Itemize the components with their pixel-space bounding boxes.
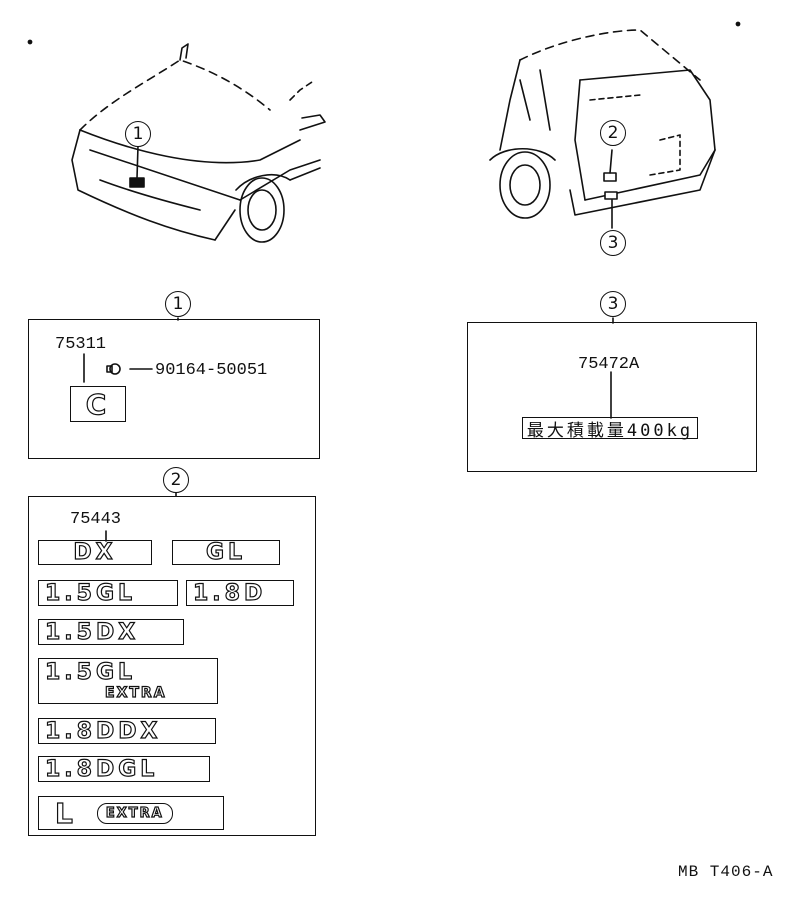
part-number-75311[interactable]: 75311: [55, 335, 107, 354]
section-2-box: [28, 496, 316, 836]
emblem-extra-pill: EXTRA: [96, 802, 173, 824]
max-load-plate[interactable]: 最大積載量400kg: [522, 417, 698, 441]
front-car-drawing: [71, 43, 326, 243]
emblem-l: L: [54, 796, 77, 830]
emblem-line-extra: EXTRA: [104, 684, 167, 701]
rear-car-drawing: [489, 29, 716, 229]
part-number-90164-50051[interactable]: 90164-50051: [155, 361, 268, 380]
section-3-callout[interactable]: 3: [600, 291, 626, 317]
emblem-gl[interactable]: GL: [172, 539, 280, 566]
emblem-1-8dgl[interactable]: 1.8DGL: [38, 756, 210, 782]
callout-2[interactable]: 2: [600, 120, 626, 146]
callout-1[interactable]: 1: [125, 121, 151, 147]
emblem-1-5dx[interactable]: 1.5DX: [38, 619, 184, 645]
emblem-1-8ddx[interactable]: 1.8DDX: [38, 718, 216, 744]
part-number-75472A[interactable]: 75472A: [578, 355, 640, 374]
emblem-line-1-5gl: 1.5GL: [44, 660, 137, 685]
emblem-1-5gl-extra[interactable]: 1.5GL EXTRA: [38, 658, 218, 704]
screw-icon: [106, 363, 121, 375]
section-1-callout[interactable]: 1: [165, 291, 191, 317]
section-3-box: [467, 322, 757, 472]
emblem-1-5gl[interactable]: 1.5GL: [38, 580, 178, 606]
emblem-c[interactable]: C: [70, 386, 126, 422]
part-number-75443[interactable]: 75443: [70, 510, 122, 529]
emblem-1-8d[interactable]: 1.8D: [186, 580, 294, 606]
emblem-dx[interactable]: DX: [38, 539, 152, 566]
callout-3[interactable]: 3: [600, 230, 626, 256]
diagram-code: MB T406-A: [678, 863, 774, 881]
section-1-box: [28, 319, 320, 459]
emblem-l-extra[interactable]: L EXTRA: [38, 796, 224, 830]
section-2-callout[interactable]: 2: [163, 467, 189, 493]
